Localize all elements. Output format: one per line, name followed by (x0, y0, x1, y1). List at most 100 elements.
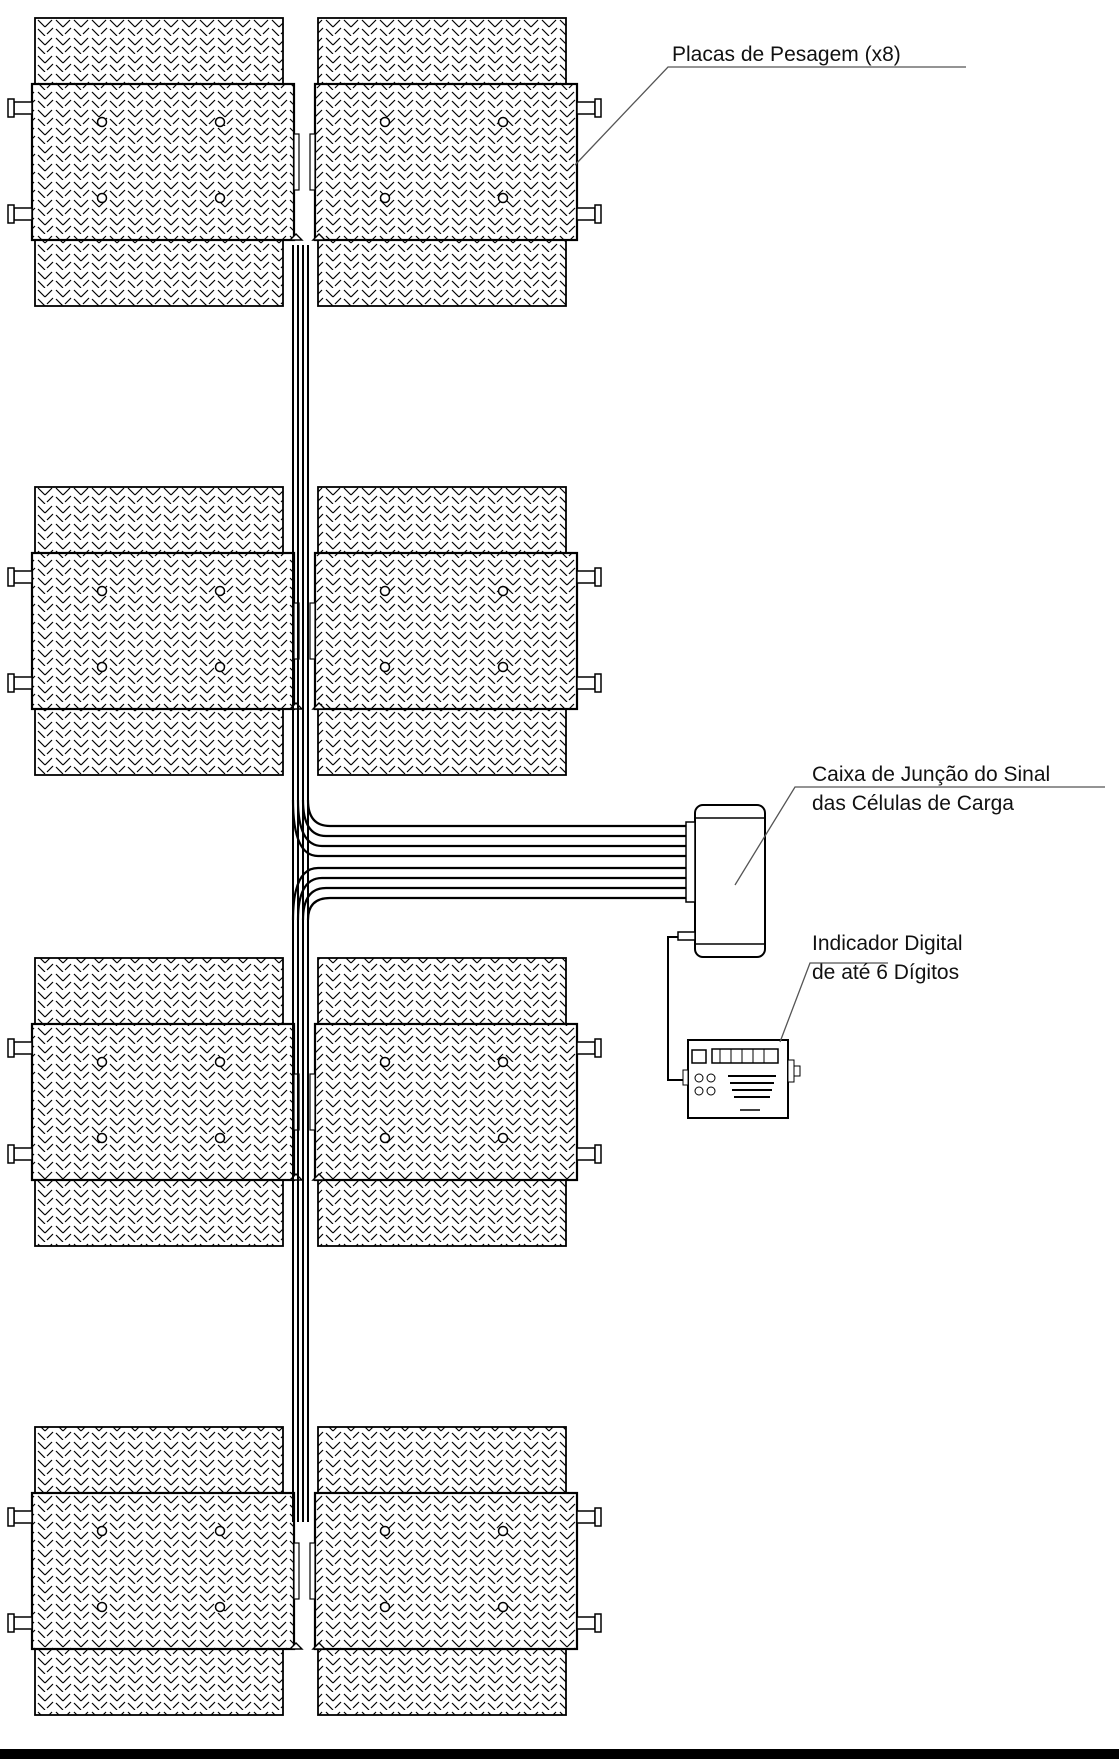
weighing-plate (309, 1426, 602, 1716)
digital-indicator (682, 1039, 801, 1119)
weighing-plate (7, 1426, 304, 1716)
plate-bolt (497, 1132, 509, 1144)
plate-platform (313, 551, 579, 711)
load-cell-foot (13, 101, 33, 115)
plate-bolt (214, 116, 226, 128)
load-cell-foot (576, 1147, 596, 1161)
weighing-plate (7, 957, 304, 1247)
cable-connector (311, 233, 327, 241)
load-cell-foot-cap (7, 1507, 15, 1527)
load-cell-foot (13, 1147, 33, 1161)
bottom-border (0, 1749, 1119, 1759)
plate-platform (30, 1491, 296, 1651)
plate-ramp-top (34, 957, 284, 1025)
cable-connector (288, 233, 304, 241)
cable-trunk (292, 245, 309, 1522)
weighing-plates-group (7, 17, 602, 1716)
load-cell-foot (576, 1616, 596, 1630)
plate-bolt (96, 1132, 108, 1144)
load-cell-foot-cap (7, 1038, 15, 1058)
plate-bolt (379, 1132, 391, 1144)
plate-platform (313, 82, 579, 242)
plate-bolt (379, 192, 391, 204)
plate-ramp-bottom (317, 239, 567, 307)
plate-platform (313, 1022, 579, 1182)
plate-ramp-top (317, 1426, 567, 1494)
plate-ramp-bottom (317, 708, 567, 776)
plate-ramp-bottom (317, 1179, 567, 1247)
load-cell-foot-cap (594, 567, 602, 587)
load-cell-foot-cap (594, 673, 602, 693)
plate-bolt (214, 1056, 226, 1068)
plate-ramp-bottom (34, 1179, 284, 1247)
plate-ramp-bottom (34, 1648, 284, 1716)
plate-ramp-bottom (34, 239, 284, 307)
indicator-cable (667, 936, 688, 1081)
plate-bolt (497, 1056, 509, 1068)
plates-label: Placas de Pesagem (x8) (672, 43, 901, 66)
plate-bolt (379, 1601, 391, 1613)
plate-platform (313, 1491, 579, 1651)
plate-platform (30, 1022, 296, 1182)
plate-ramp-top (34, 1426, 284, 1494)
plate-ramp-top (317, 486, 567, 554)
plate-edge-bracket (309, 1542, 316, 1600)
load-cell-foot (13, 1510, 33, 1524)
plate-bolt (214, 661, 226, 673)
plate-bolt (379, 1525, 391, 1537)
cable-connector (311, 1642, 327, 1650)
plate-bolt (497, 116, 509, 128)
plate-ramp-bottom (34, 708, 284, 776)
plate-bolt (214, 192, 226, 204)
plate-platform (30, 551, 296, 711)
load-cell-foot-cap (594, 1038, 602, 1058)
plate-bolt (379, 1056, 391, 1068)
plate-edge-bracket (293, 1542, 300, 1600)
load-cell-foot (576, 570, 596, 584)
plate-bolt (497, 585, 509, 597)
weighing-plate (309, 957, 602, 1247)
load-cell-foot (576, 676, 596, 690)
plate-bolt (96, 1601, 108, 1613)
plate-bolt (96, 1525, 108, 1537)
weighing-plate (309, 17, 602, 307)
plate-bolt (497, 192, 509, 204)
cable-bundle (291, 799, 688, 921)
plate-platform (30, 82, 296, 242)
load-cell-foot (13, 1041, 33, 1055)
load-cell-foot-cap (7, 204, 15, 224)
load-cell-foot (576, 207, 596, 221)
load-cell-foot (13, 1616, 33, 1630)
load-cell-foot-cap (594, 1507, 602, 1527)
load-cell-foot-cap (7, 673, 15, 693)
load-cell-foot-cap (7, 98, 15, 118)
load-cell-foot (576, 1510, 596, 1524)
plate-edge-bracket (309, 133, 316, 191)
plate-ramp-bottom (317, 1648, 567, 1716)
plate-edge-bracket (293, 133, 300, 191)
junction-box-label-line2: das Células de Carga (812, 792, 1014, 815)
plate-bolt (96, 1056, 108, 1068)
plate-bolt (379, 661, 391, 673)
plate-ramp-top (34, 486, 284, 554)
plate-bolt (214, 1132, 226, 1144)
plate-ramp-top (34, 17, 284, 85)
plate-ramp-top (317, 957, 567, 1025)
plate-bolt (96, 192, 108, 204)
load-cell-foot (13, 676, 33, 690)
plate-bolt (497, 1601, 509, 1613)
load-cell-foot-cap (7, 567, 15, 587)
plate-bolt (214, 1601, 226, 1613)
plate-edge-bracket (309, 602, 316, 660)
leader-lines (574, 66, 1105, 1043)
load-cell-foot (13, 207, 33, 221)
plate-ramp-top (317, 17, 567, 85)
cable-connector (288, 1642, 304, 1650)
plate-bolt (214, 1525, 226, 1537)
load-cell-foot-cap (7, 1613, 15, 1633)
plate-bolt (497, 1525, 509, 1537)
load-cell-foot-cap (7, 1144, 15, 1164)
load-cell-foot-cap (594, 1144, 602, 1164)
plate-bolt (379, 585, 391, 597)
